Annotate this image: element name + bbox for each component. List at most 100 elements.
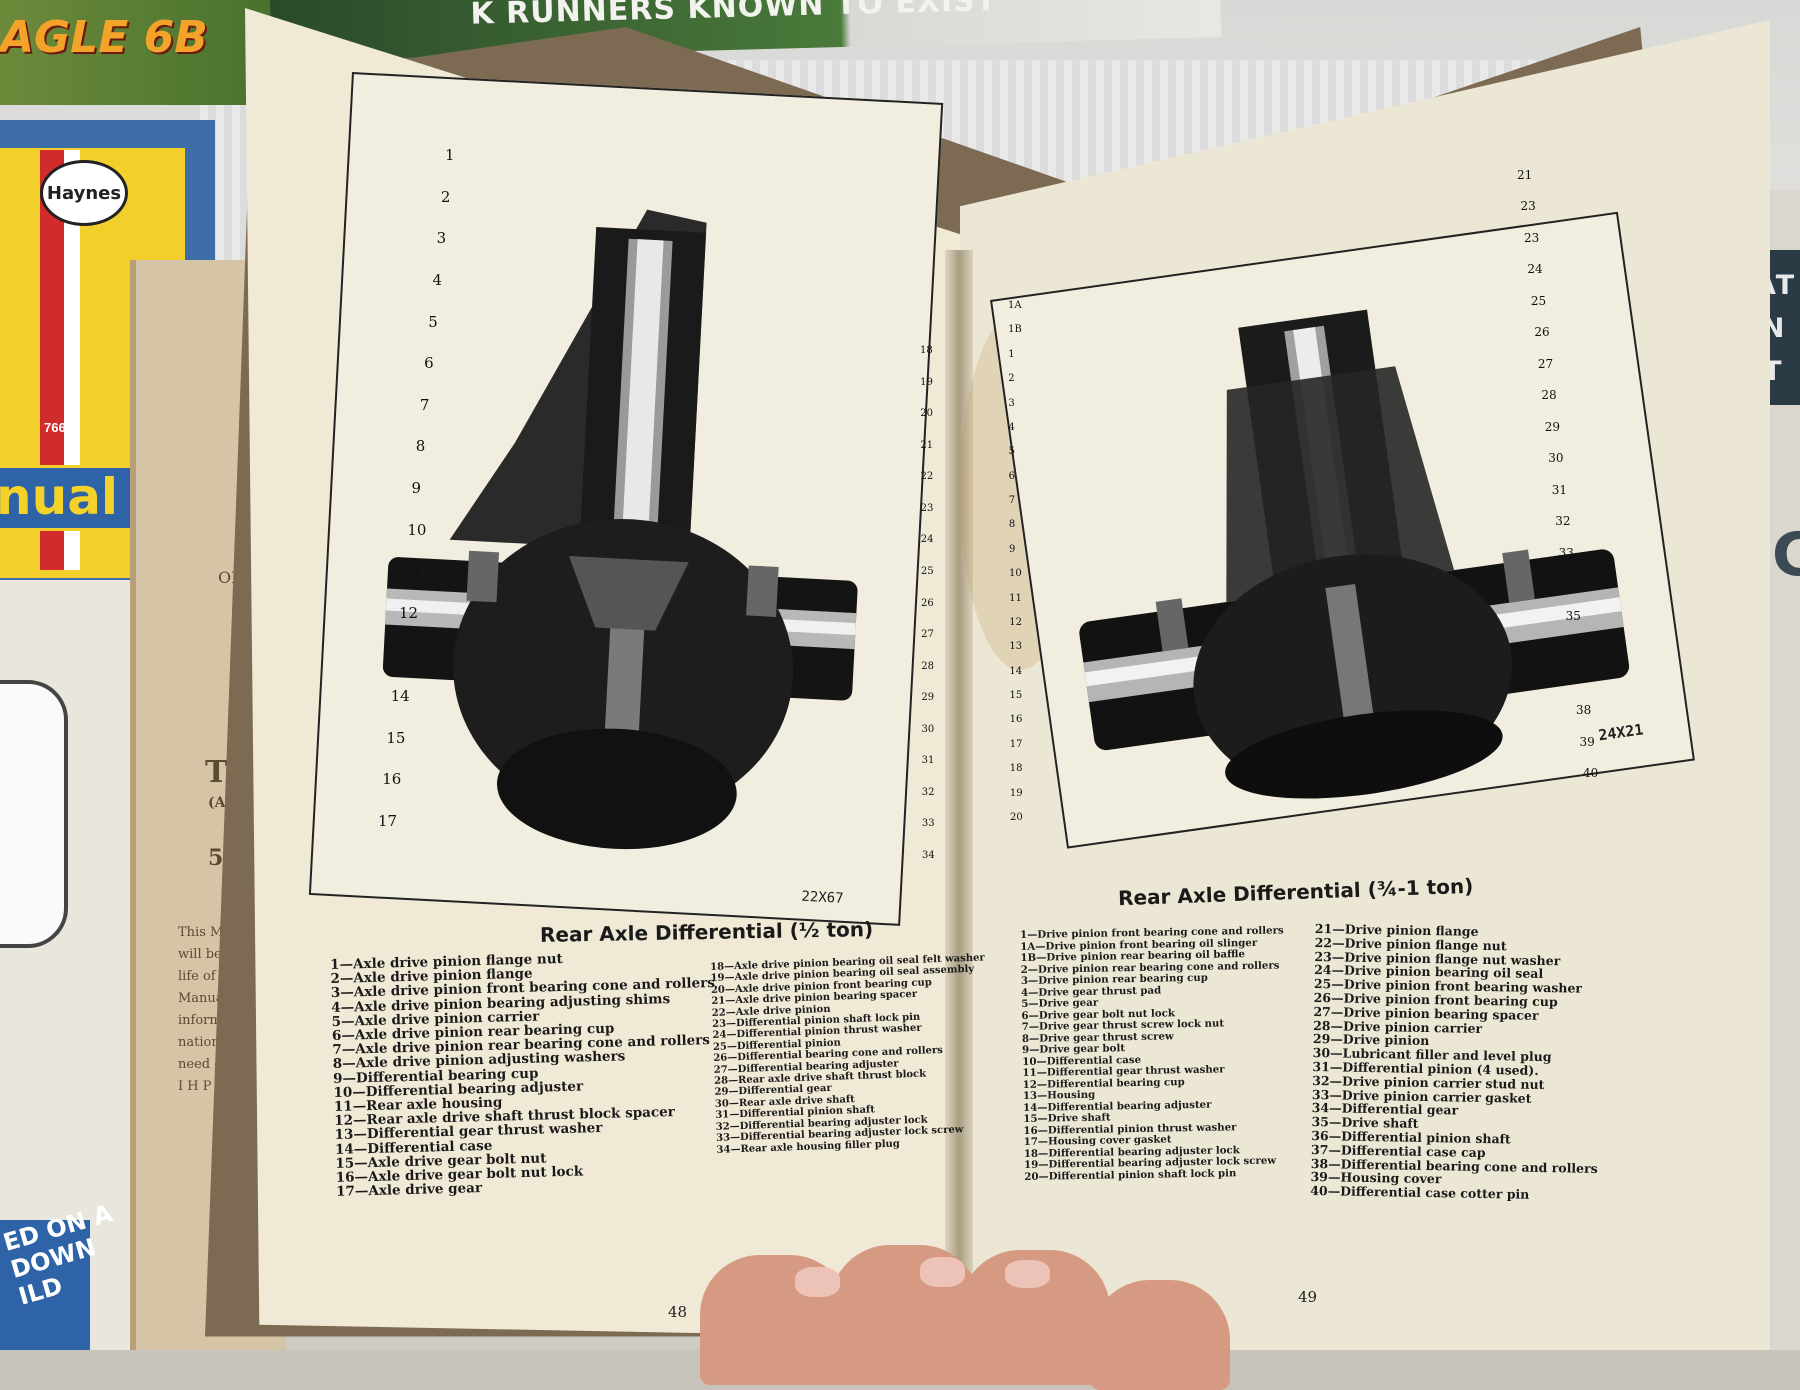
magazine-left-title: AGLE 6B bbox=[0, 12, 208, 63]
callout-number: 38 bbox=[1576, 703, 1592, 718]
callout-number: 31 bbox=[921, 755, 935, 767]
callout-number: 13 bbox=[1009, 641, 1023, 653]
callout-number: 22 bbox=[920, 471, 934, 483]
callout-number: 4 bbox=[432, 270, 442, 289]
callout-number: 2 bbox=[1008, 373, 1015, 385]
callout-number: 20 bbox=[920, 408, 933, 420]
callout-number: 32 bbox=[1555, 514, 1571, 529]
left-figure-code: 22X67 bbox=[801, 888, 844, 907]
callout-number: 5 bbox=[428, 312, 438, 331]
callout-number: 7 bbox=[419, 395, 430, 414]
callout-number: 3 bbox=[1008, 397, 1015, 409]
haynes-band bbox=[0, 465, 133, 531]
old-booklet-line: Manua bbox=[178, 991, 224, 1006]
holding-hand bbox=[700, 1235, 1260, 1390]
callout-number: 17 bbox=[378, 812, 398, 830]
callout-number: 21 bbox=[920, 439, 934, 451]
callout-number: 30 bbox=[1548, 451, 1564, 466]
callout-number: 23 bbox=[1523, 230, 1540, 245]
callout-number: 33 bbox=[921, 818, 935, 830]
callout-number: 17 bbox=[1009, 738, 1023, 750]
callout-number: 29 bbox=[921, 692, 935, 704]
callout-number: 28 bbox=[921, 660, 934, 672]
callout-number: 15 bbox=[1009, 690, 1023, 702]
right-booklet-letter: C bbox=[1772, 520, 1800, 590]
callout-number: 6 bbox=[424, 354, 434, 373]
callout-number: 32 bbox=[921, 786, 935, 798]
callout-number: 15 bbox=[386, 728, 406, 747]
callout-number: 11 bbox=[403, 562, 423, 581]
finger bbox=[1090, 1280, 1230, 1390]
callout-number: 11 bbox=[1009, 592, 1022, 604]
callout-number: 31 bbox=[1551, 482, 1568, 497]
callout-number: 39 bbox=[1579, 734, 1595, 749]
old-booklet-line: nationa bbox=[178, 1035, 228, 1050]
right-page-number: 49 bbox=[1298, 1288, 1318, 1306]
book-gutter bbox=[945, 250, 973, 1330]
left-legend-col2: 18—Axle drive pinion bearing oil seal fe… bbox=[710, 952, 991, 1155]
old-booklet-line: This M bbox=[178, 925, 224, 940]
callout-number: 19 bbox=[920, 376, 933, 388]
callout-number: 13 bbox=[394, 645, 414, 664]
car-illustration bbox=[0, 680, 68, 948]
callout-number: 14 bbox=[390, 687, 410, 706]
callout-number: 16 bbox=[1009, 714, 1023, 726]
left-legend-col1: 1—Axle drive pinion flange nut 2—Axle dr… bbox=[330, 948, 720, 1200]
left-diagram-frame: 22X67 bbox=[308, 72, 944, 926]
callout-number: 18 bbox=[920, 345, 933, 356]
fingernail bbox=[795, 1267, 840, 1297]
right-legend-col2: 21—Drive pinion flange 22—Drive pinion f… bbox=[1310, 921, 1602, 1203]
callout-number: 4 bbox=[1008, 421, 1015, 433]
right-differential-illustration bbox=[1079, 309, 1630, 799]
callout-number: 14 bbox=[1009, 665, 1023, 677]
callout-number: 9 bbox=[411, 479, 422, 497]
callout-number: 18 bbox=[1009, 763, 1023, 775]
left-differential-illustration bbox=[382, 209, 858, 850]
old-booklet-line: inform bbox=[178, 1013, 222, 1028]
callout-number: 23 bbox=[920, 502, 934, 514]
callout-number: 33 bbox=[1558, 545, 1574, 560]
magazine-top-title: K RUNNERS KNOWN TO EXIST bbox=[469, 0, 998, 32]
callout-number: 25 bbox=[920, 565, 934, 577]
haynes-footer-band bbox=[0, 1220, 90, 1350]
callout-number: 20 bbox=[1010, 812, 1023, 823]
callout-number: 34 bbox=[1562, 577, 1578, 592]
callout-number: 12 bbox=[398, 603, 419, 622]
callout-number: 8 bbox=[1008, 519, 1016, 531]
callout-number: 1 bbox=[1008, 348, 1015, 360]
right-diagram-frame: 24X21 bbox=[990, 211, 1695, 849]
callout-number: 40 bbox=[1583, 766, 1599, 780]
callout-number: 26 bbox=[1534, 325, 1550, 340]
haynes-title: nual bbox=[0, 468, 119, 526]
left-page-number: 48 bbox=[668, 1303, 688, 1321]
callout-number: 2 bbox=[440, 187, 451, 206]
callout-number: 21 bbox=[1517, 168, 1533, 182]
callout-number: 36 bbox=[1569, 640, 1585, 655]
callout-number: 1A bbox=[1008, 300, 1022, 311]
callout-number: 35 bbox=[1565, 608, 1581, 623]
callout-number: 26 bbox=[921, 597, 934, 609]
callout-number: 24 bbox=[920, 534, 934, 546]
callout-number: 10 bbox=[1009, 568, 1022, 580]
haynes-logo: Haynes bbox=[40, 160, 128, 226]
callout-number: 12 bbox=[1009, 616, 1022, 628]
callout-number: 1 bbox=[445, 146, 455, 164]
callout-number: 28 bbox=[1541, 388, 1557, 403]
old-booklet-line: life of bbox=[178, 969, 216, 984]
callout-number: 16 bbox=[382, 770, 402, 789]
callout-number: 34 bbox=[922, 850, 935, 861]
fingernail bbox=[1005, 1260, 1050, 1288]
callout-number: 29 bbox=[1544, 419, 1561, 434]
callout-number: 30 bbox=[921, 723, 935, 735]
callout-number: 3 bbox=[436, 229, 447, 248]
callout-number: 19 bbox=[1009, 787, 1023, 799]
callout-number: 23 bbox=[1520, 199, 1536, 214]
callout-number: 7 bbox=[1008, 495, 1016, 507]
fingernail bbox=[920, 1257, 965, 1287]
callout-number: 27 bbox=[1537, 356, 1554, 371]
old-booklet-line: I H P bbox=[178, 1079, 212, 1094]
callout-number: 5 bbox=[1008, 446, 1015, 458]
right-legend-col1: 1—Drive pinion front bearing cone and ro… bbox=[1020, 924, 1288, 1183]
old-booklet-line: will be bbox=[178, 947, 222, 962]
callout-number: 24 bbox=[1527, 262, 1543, 277]
